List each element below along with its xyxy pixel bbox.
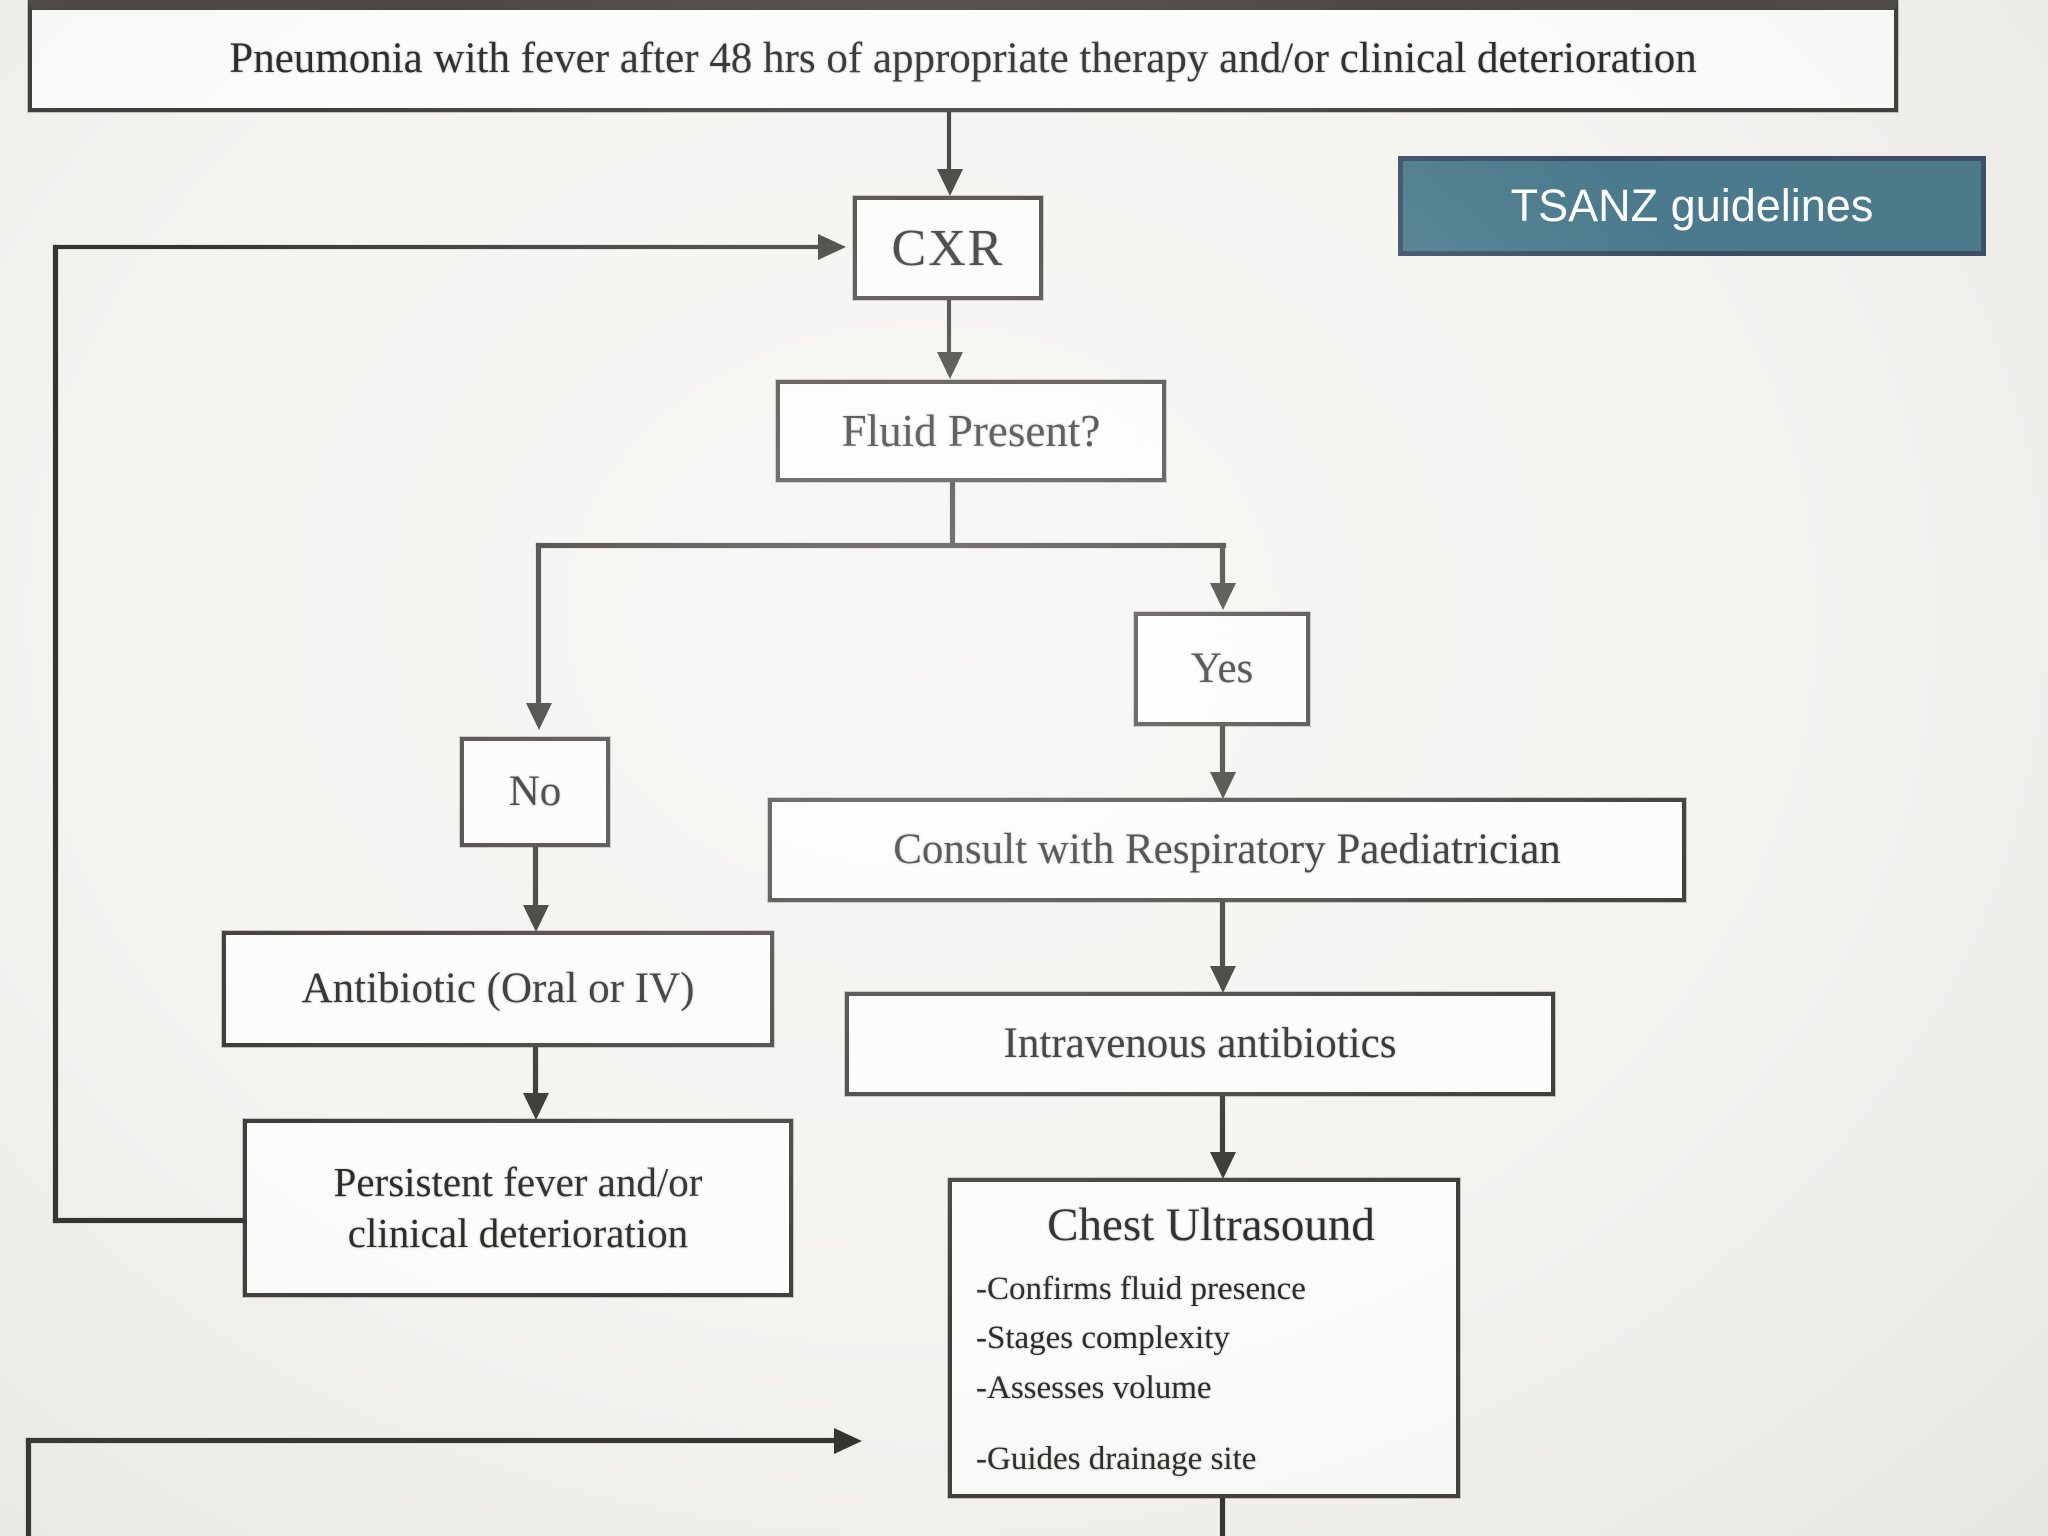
chest-ultrasound-bullet-1: -Confirms fluid presence — [976, 1270, 1306, 1307]
node-fluid-present: Fluid Present? — [776, 380, 1166, 482]
connector-no-to-antibiotic-arrowhead — [523, 905, 549, 932]
tsanz-guidelines-badge: TSANZ guidelines — [1398, 156, 1986, 256]
connector-iv-to-chest-arrowhead — [1210, 1152, 1236, 1179]
connector-split-to-yes-arrowhead — [1210, 583, 1236, 610]
connector-split-to-no-line — [536, 543, 541, 704]
node-intravenous-antibiotics: Intravenous antibiotics — [845, 992, 1555, 1096]
connector-start-to-cxr-line — [947, 112, 951, 170]
node-consult-respiratory-paediatrician: Consult with Respiratory Paediatrician — [768, 798, 1686, 902]
bottom-left-vertical-line — [26, 1438, 31, 1536]
bottom-left-horizontal-line — [26, 1438, 834, 1443]
split-horizontal-line — [536, 543, 1226, 548]
connector-chest-downward-line — [1220, 1498, 1225, 1536]
chest-ultrasound-bullet-4: -Guides drainage site — [976, 1440, 1257, 1477]
chest-ultrasound-title: Chest Ultrasound — [1047, 1199, 1375, 1251]
connector-cxr-to-fluid-arrowhead — [937, 352, 963, 379]
connector-cxr-to-fluid-line — [947, 300, 951, 353]
loop-horizontal-into-cxr — [53, 245, 818, 249]
connector-consult-to-iv-arrowhead — [1210, 966, 1236, 993]
connector-split-to-no-arrowhead — [526, 703, 552, 730]
node-pneumonia-start: Pneumonia with fever after 48 hrs of app… — [28, 0, 1898, 112]
chest-ultrasound-bullet-2: -Stages complexity — [976, 1320, 1230, 1357]
connector-start-to-cxr-arrowhead — [937, 169, 963, 196]
chest-ultrasound-bullet-3: -Assesses volume — [976, 1369, 1212, 1406]
connector-fluid-to-split-line — [950, 482, 955, 545]
connector-yes-to-consult-arrowhead — [1210, 772, 1236, 799]
connector-antibiotic-to-persistent-arrowhead — [523, 1093, 549, 1120]
node-antibiotic-oral-or-iv: Antibiotic (Oral or IV) — [222, 931, 774, 1047]
connector-split-to-yes-line — [1220, 543, 1225, 584]
node-no: No — [460, 737, 610, 847]
node-chest-ultrasound: Chest Ultrasound -Confirms fluid presenc… — [948, 1178, 1460, 1498]
bottom-left-arrowhead — [834, 1428, 862, 1454]
node-yes: Yes — [1134, 612, 1310, 726]
node-persistent-fever: Persistent fever and/or clinical deterio… — [243, 1119, 793, 1297]
loop-into-cxr-arrowhead — [818, 234, 846, 260]
loop-horizontal-from-persistent — [53, 1218, 245, 1223]
connector-iv-to-chest-line — [1220, 1096, 1225, 1153]
connector-yes-to-consult-line — [1220, 726, 1225, 773]
loop-vertical-left — [53, 245, 58, 1223]
connector-antibiotic-to-persistent-line — [533, 1047, 538, 1094]
connector-consult-to-iv-line — [1220, 902, 1225, 967]
node-cxr: CXR — [853, 196, 1043, 300]
connector-no-to-antibiotic-line — [533, 847, 538, 906]
